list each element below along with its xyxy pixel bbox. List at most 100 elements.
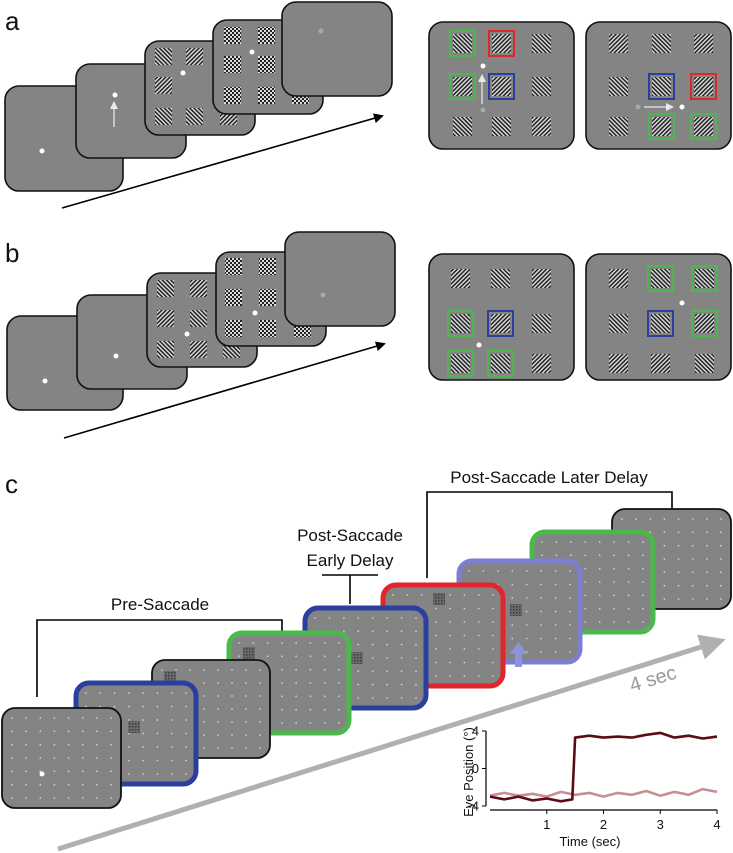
placeholder-dot <box>309 655 312 658</box>
placeholder-dot <box>266 642 269 644</box>
fixation-dot <box>318 28 324 34</box>
placeholder-dot <box>706 518 708 520</box>
placeholder-dot <box>477 648 480 650</box>
placeholder-dot <box>463 594 466 596</box>
placeholder-dot <box>156 705 159 708</box>
placeholder-dot <box>170 759 173 762</box>
placeholder-dot <box>406 594 409 596</box>
placeholder-dot <box>127 705 130 708</box>
placeholder-dot <box>400 683 403 686</box>
memory-cue <box>243 647 255 659</box>
placeholder-dot <box>569 597 571 599</box>
placeholder-dot <box>492 675 494 677</box>
placeholder-dot <box>217 721 219 723</box>
placeholder-dot <box>449 634 451 637</box>
placeholder-dot <box>371 617 374 619</box>
placeholder-dot <box>259 734 261 736</box>
placeholder-dot <box>663 544 666 547</box>
placeholder-dot <box>357 670 360 673</box>
placeholder-dot <box>127 692 130 694</box>
placeholder-dot <box>357 643 360 646</box>
placeholder-dot <box>81 757 84 759</box>
placeholder-dot <box>110 757 112 759</box>
placeholder-dot <box>96 743 98 746</box>
placeholder-dot <box>677 571 680 574</box>
placeholder-dot <box>156 692 159 694</box>
placeholder-dot <box>677 531 680 534</box>
placeholder-dot <box>449 648 451 650</box>
placeholder-dot <box>25 783 27 786</box>
placeholder-dot <box>492 594 494 596</box>
placeholder-dot <box>142 746 145 748</box>
placeholder-dot <box>371 683 374 686</box>
placeholder-dot <box>463 675 466 677</box>
placeholder-dot <box>25 717 27 719</box>
placeholder-dot <box>99 692 102 694</box>
placeholder-dot <box>259 708 261 710</box>
placeholder-dot <box>706 531 708 534</box>
placeholder-dot <box>67 783 70 786</box>
label-later-delay: Post-Saccade Later Delay <box>450 468 648 487</box>
placeholder-dot <box>185 759 187 762</box>
memory-cue <box>164 671 176 683</box>
placeholder-dot <box>569 583 571 586</box>
placeholder-dot <box>357 617 360 619</box>
placeholder-dot <box>156 773 159 775</box>
placeholder-dot <box>497 570 499 572</box>
placeholder-dot <box>343 617 345 619</box>
placeholder-dot <box>110 783 112 786</box>
placeholder-dot <box>691 518 694 520</box>
placeholder-dot <box>449 607 451 610</box>
placeholder-dot <box>25 730 27 733</box>
placeholder-dot <box>525 583 528 586</box>
placeholder-dot <box>39 783 42 786</box>
placeholder-dot <box>338 655 340 658</box>
x-tick-label: 3 <box>657 817 664 832</box>
placeholder-dot <box>371 670 374 673</box>
placeholder-dot <box>113 692 116 694</box>
green-box <box>447 350 474 377</box>
placeholder-dot <box>25 797 27 799</box>
placeholder-dot <box>677 558 680 560</box>
placeholder-dot <box>156 732 159 735</box>
placeholder-dot <box>598 621 601 623</box>
placeholder-dot <box>554 597 557 599</box>
placeholder-dot <box>53 743 56 746</box>
placeholder-dot <box>309 722 312 724</box>
placeholder-dot <box>203 734 205 736</box>
panel-letter-a: a <box>5 6 20 36</box>
placeholder-dot <box>203 669 205 671</box>
placeholder-dot <box>449 675 451 677</box>
placeholder-dot <box>81 797 84 799</box>
placeholder-dot <box>81 743 84 746</box>
placeholder-dot <box>720 584 722 587</box>
placeholder-dot <box>96 797 98 799</box>
x-tick-label: 4 <box>713 817 720 832</box>
placeholder-dot <box>127 746 130 748</box>
placeholder-dot <box>203 708 205 710</box>
placeholder-dot <box>85 705 87 708</box>
placeholder-dot <box>231 682 233 684</box>
placeholder-dot <box>540 637 542 640</box>
placeholder-dot <box>231 708 233 710</box>
placeholder-dot <box>170 746 173 748</box>
placeholder-dot <box>435 634 437 637</box>
placeholder-dot <box>449 661 451 664</box>
placeholder-dot <box>584 541 587 543</box>
screen-a5 <box>281 1 393 97</box>
placeholder-dot <box>400 617 403 619</box>
memory-cue <box>510 604 522 616</box>
placeholder-dot <box>81 770 84 773</box>
placeholder-dot <box>492 648 494 650</box>
placeholder-dot <box>127 732 130 735</box>
placeholder-dot <box>463 648 466 650</box>
placeholder-dot <box>185 692 187 694</box>
placeholder-dot <box>142 719 145 721</box>
bracket-early-delay <box>322 574 378 604</box>
placeholder-dot <box>525 637 528 640</box>
placeholder-dot <box>598 594 601 597</box>
placeholder-dot <box>309 708 312 711</box>
placeholder-dot <box>170 705 173 708</box>
placeholder-dot <box>266 655 269 658</box>
placeholder-dot <box>511 624 514 626</box>
